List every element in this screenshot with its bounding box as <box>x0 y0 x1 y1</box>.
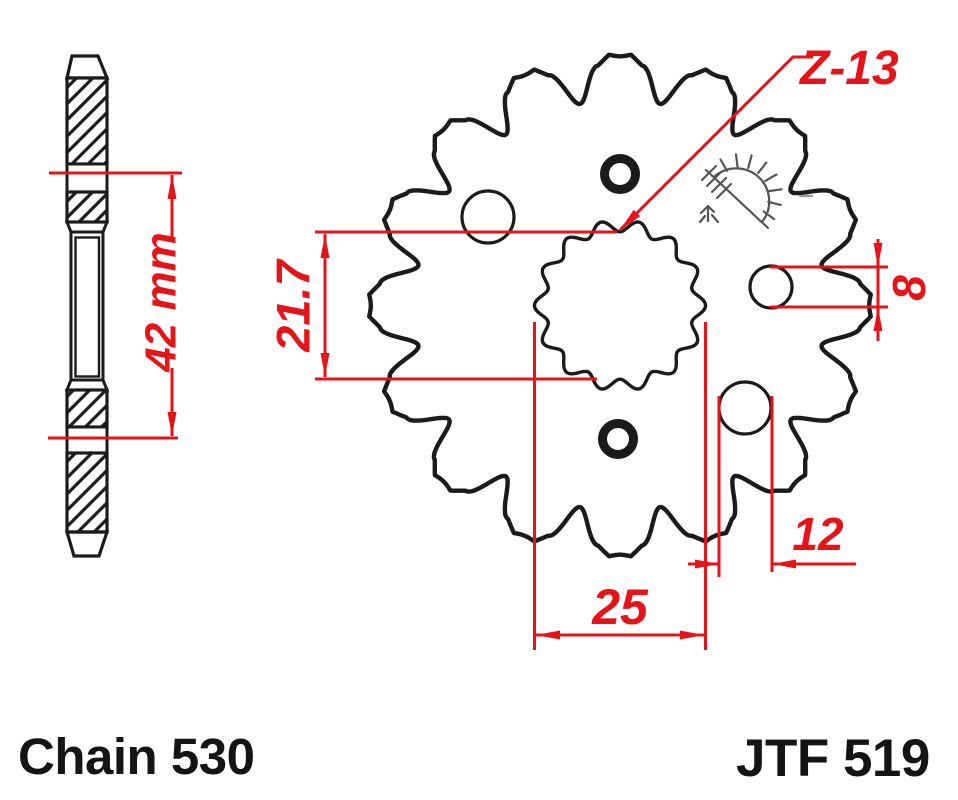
arrowhead <box>695 559 719 569</box>
spline-bore <box>532 220 708 391</box>
arrowhead <box>873 243 883 267</box>
rivet-hole-bottom <box>598 419 638 459</box>
arrowhead <box>772 559 796 569</box>
bolt-hole-bottom-right <box>717 380 773 436</box>
arrowhead <box>680 630 704 640</box>
dim-8-label: 8 <box>883 275 935 301</box>
dimension-12 <box>688 396 856 577</box>
side-hatch-lower-mid <box>65 388 109 429</box>
dim-21-7-label: 21.7 <box>267 258 320 352</box>
bolt-hole-right <box>748 264 794 310</box>
part-number-label: JTF 519 <box>736 729 930 788</box>
chain-size-label: Chain 530 <box>18 728 254 785</box>
rivet-hole-top <box>600 154 640 194</box>
arrowhead <box>167 412 177 436</box>
arrowhead <box>620 209 641 230</box>
side-tooth-band-top <box>65 162 109 194</box>
teeth-count-label: Z-13 <box>798 42 899 95</box>
side-bottom-cap <box>64 530 110 558</box>
dimension-8 <box>770 239 888 341</box>
side-tooth-band-bottom <box>65 425 109 455</box>
arrowhead <box>536 630 560 640</box>
sprocket-outline <box>367 52 873 559</box>
arrowhead <box>320 353 330 377</box>
arrowhead <box>320 234 330 258</box>
dimension-25 <box>533 322 707 650</box>
front-view <box>367 52 873 559</box>
dim-12-label: 12 <box>792 508 844 560</box>
arrowhead <box>873 307 883 331</box>
dimension-21-7 <box>315 230 617 381</box>
dimension-42 <box>48 171 182 440</box>
side-top-cap <box>64 54 110 80</box>
side-hatch-upper-mid <box>65 190 109 224</box>
bolt-hole-left <box>460 189 516 245</box>
teeth-leader <box>618 55 813 232</box>
side-hatch-bottom <box>65 451 109 534</box>
dim-25-label: 25 <box>591 579 649 635</box>
side-hatch-top <box>65 76 109 166</box>
arrowhead <box>167 175 177 199</box>
dim-42-label: 42 mm <box>137 232 186 372</box>
watermark-sun-icon <box>698 153 814 230</box>
side-shaft-inner <box>74 236 101 378</box>
side-view <box>64 54 110 558</box>
